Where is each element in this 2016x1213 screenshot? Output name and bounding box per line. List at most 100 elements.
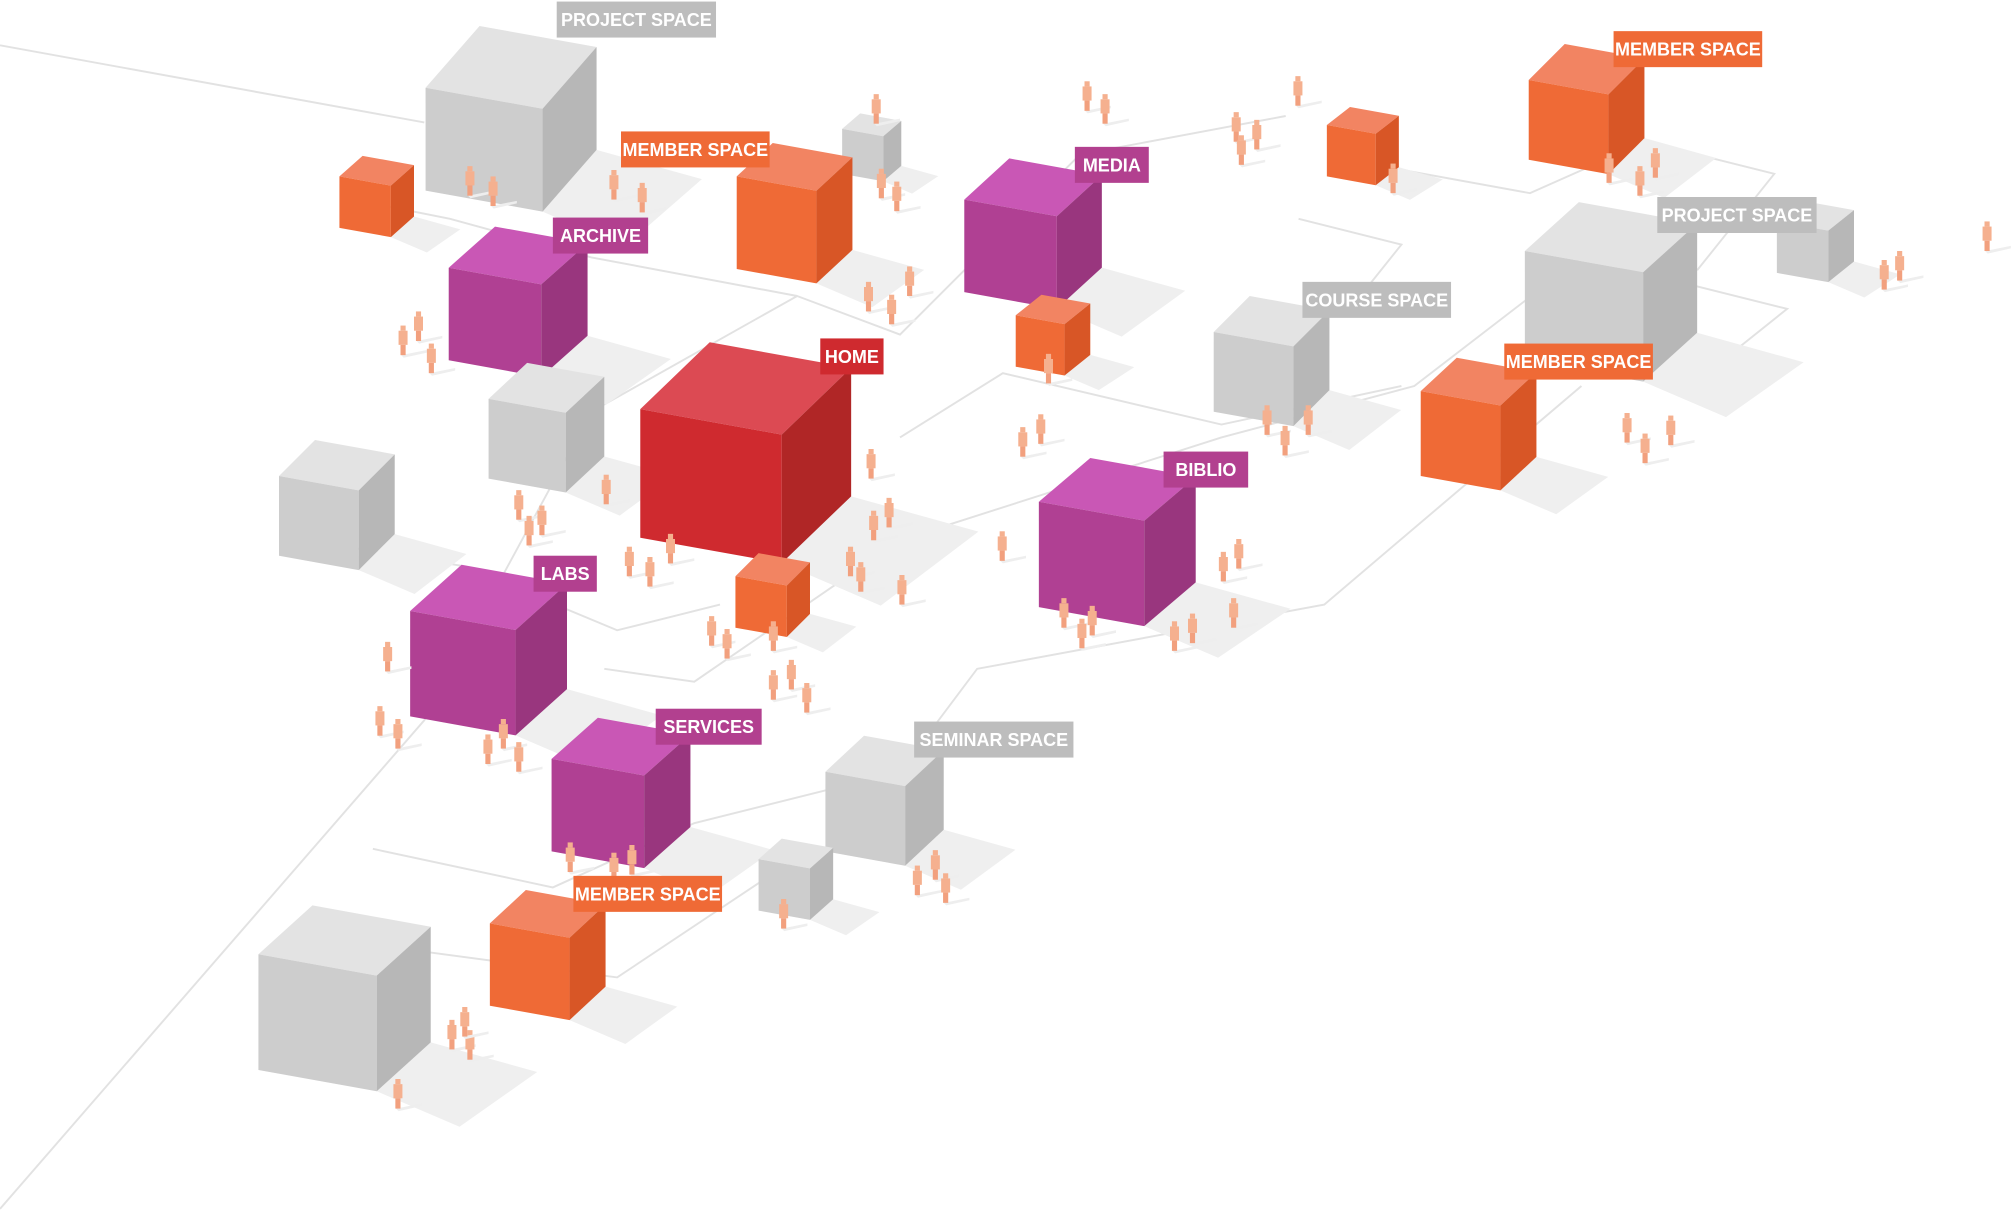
space-label-seminar-space[interactable]: SEMINAR SPACE xyxy=(914,721,1074,758)
course-space-cube[interactable] xyxy=(1213,296,1330,427)
person-icon xyxy=(856,562,885,595)
person-head xyxy=(907,266,913,272)
space-label-project-space-2[interactable]: PROJECT SPACE xyxy=(1657,197,1817,233)
cube-top-face xyxy=(640,342,852,435)
project-space-1-cube[interactable] xyxy=(425,26,597,212)
person-icon xyxy=(912,865,942,898)
cube-top-face xyxy=(1326,107,1399,134)
person-shadow xyxy=(943,897,970,906)
person-head xyxy=(629,845,635,851)
cube-front-face xyxy=(640,409,782,564)
person-shadow xyxy=(1653,172,1680,181)
person-icon xyxy=(627,845,656,878)
person-icon xyxy=(645,557,674,590)
person-body xyxy=(1293,81,1303,96)
person-shadow xyxy=(871,535,898,543)
person-shadow xyxy=(1172,645,1199,654)
archive-cube[interactable] xyxy=(448,226,588,377)
cube-top-face xyxy=(425,26,597,109)
person-shadow xyxy=(1643,458,1669,466)
person-body xyxy=(1234,544,1244,559)
person-head xyxy=(1038,414,1044,420)
member-space-1-cube[interactable] xyxy=(736,143,853,284)
space-label-member-space-1[interactable]: MEMBER SPACE xyxy=(621,131,770,168)
person-body xyxy=(866,454,876,469)
person-body xyxy=(941,878,951,893)
person-shadow xyxy=(907,290,934,299)
space-label-member-space-3[interactable]: MEMBER SPACE xyxy=(1504,343,1653,380)
person-body xyxy=(447,1025,457,1040)
person-shadow xyxy=(1080,643,1106,651)
person-legs xyxy=(647,576,653,587)
person-icon xyxy=(1036,414,1065,447)
person-legs xyxy=(1652,167,1658,178)
cube-top-face xyxy=(258,905,431,976)
person-body xyxy=(645,562,655,577)
space-label-media[interactable]: MEDIA xyxy=(1074,146,1149,183)
person-icon xyxy=(866,449,895,482)
person-legs xyxy=(1624,432,1630,443)
space-label-labs[interactable]: LABS xyxy=(533,555,597,592)
label-text: HOME xyxy=(825,347,879,367)
person-head xyxy=(500,719,506,725)
person-head xyxy=(932,850,938,856)
label-background xyxy=(655,708,762,745)
person-shadow xyxy=(396,743,422,752)
person-legs xyxy=(878,188,884,199)
person-legs xyxy=(943,892,949,903)
space-label-archive[interactable]: ARCHIVE xyxy=(552,217,649,254)
space-label-member-space-2[interactable]: MEMBER SPACE xyxy=(1613,31,1763,68)
cube-side-face xyxy=(810,847,834,920)
person-icon xyxy=(514,742,543,775)
person-head xyxy=(1102,94,1108,100)
member-space-4-cube[interactable] xyxy=(489,890,606,1021)
cube-top-face xyxy=(279,440,395,491)
cube-top-face xyxy=(964,158,1102,217)
person-legs xyxy=(886,517,892,528)
person-shadow xyxy=(491,200,517,209)
biblio-cube[interactable] xyxy=(1038,458,1196,627)
space-label-services[interactable]: SERVICES xyxy=(655,708,762,745)
space-label-biblio[interactable]: BIBLIO xyxy=(1163,451,1249,488)
person-icon xyxy=(1879,260,1908,293)
person-head xyxy=(1084,81,1090,87)
person-shadow xyxy=(486,758,512,767)
person-shadow xyxy=(568,866,594,875)
member-space-3-cube[interactable] xyxy=(1420,357,1537,491)
label-text: BIBLIO xyxy=(1175,460,1236,480)
person-head xyxy=(1089,605,1095,611)
person-legs xyxy=(526,535,532,546)
label-text: PROJECT SPACE xyxy=(1662,205,1813,225)
person-head xyxy=(1390,163,1396,169)
person-head xyxy=(886,497,892,503)
space-label-home[interactable]: HOME xyxy=(820,338,884,375)
generic-space-cube xyxy=(279,440,395,571)
person-body xyxy=(637,188,647,203)
label-background xyxy=(1302,281,1452,318)
media-cube[interactable] xyxy=(964,158,1102,309)
cube-front-face xyxy=(1326,125,1376,186)
labs-cube[interactable] xyxy=(410,564,567,736)
cube-side-face xyxy=(786,562,810,637)
person-legs xyxy=(899,594,905,605)
generic-space-cube xyxy=(258,905,431,1092)
person-icon xyxy=(637,182,666,215)
person-legs xyxy=(1238,154,1244,165)
space-label-course-space[interactable]: COURSE SPACE xyxy=(1302,281,1452,318)
person-head xyxy=(516,490,522,496)
person-legs xyxy=(889,314,895,325)
person-head xyxy=(999,531,1005,537)
person-head xyxy=(1079,618,1085,624)
person-head xyxy=(781,899,787,905)
person-head xyxy=(462,1007,468,1013)
cube-side-face xyxy=(358,454,395,571)
space-label-member-space-4[interactable]: MEMBER SPACE xyxy=(573,875,723,912)
person-legs xyxy=(999,550,1005,561)
person-icon xyxy=(1303,405,1332,438)
cube-top-face xyxy=(758,838,834,869)
space-label-project-space-1[interactable]: PROJECT SPACE xyxy=(556,1,717,38)
person-icon xyxy=(524,515,553,548)
person-shadow xyxy=(869,473,895,482)
home-cube[interactable] xyxy=(640,342,852,564)
